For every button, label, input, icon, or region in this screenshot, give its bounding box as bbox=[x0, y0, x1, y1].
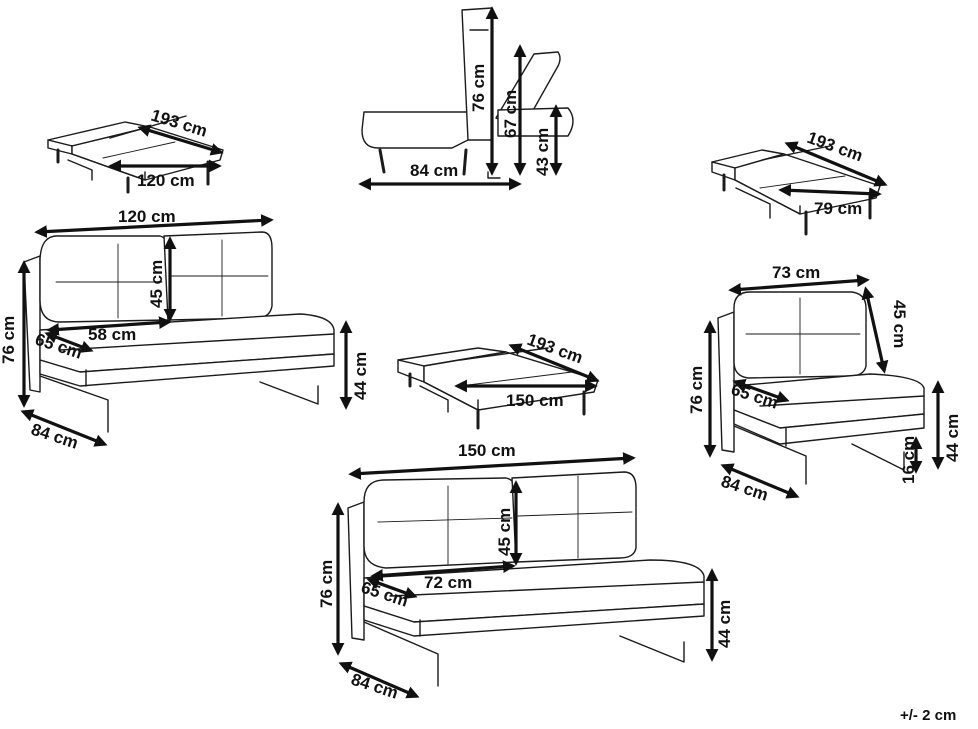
dim-label: 67 cm bbox=[501, 90, 520, 138]
dim-label: 76 cm bbox=[0, 316, 18, 364]
dim-label: 73 cm bbox=[772, 263, 820, 282]
dim-label: 150 cm bbox=[458, 441, 516, 460]
sofa-120-view bbox=[23, 231, 335, 433]
dim-seat-width bbox=[370, 560, 516, 582]
dim-bed-width bbox=[778, 183, 882, 201]
dim-label: 45 cm bbox=[890, 300, 909, 348]
dim-label: 84 cm bbox=[719, 472, 771, 505]
dim-label: 84 cm bbox=[410, 161, 458, 180]
dim-label: 58 cm bbox=[88, 325, 136, 344]
dim-label: 120 cm bbox=[137, 171, 195, 190]
dim-width bbox=[34, 214, 274, 238]
dim-bed-length bbox=[137, 124, 224, 156]
dim-label: 44 cm bbox=[715, 600, 734, 648]
dim-label: 76 cm bbox=[687, 366, 706, 414]
dim-label: 16 cm bbox=[899, 436, 918, 484]
dim-label: 120 cm bbox=[118, 207, 176, 226]
dim-width bbox=[728, 274, 870, 296]
dim-label: 76 cm bbox=[317, 560, 336, 608]
dim-label: 150 cm bbox=[506, 391, 564, 410]
dim-label: 76 cm bbox=[469, 64, 488, 112]
dim-label: 84 cm bbox=[349, 670, 401, 703]
dim-label: 193 cm bbox=[805, 128, 866, 166]
dim-depth bbox=[720, 463, 800, 499]
dim-seat-depth bbox=[44, 331, 94, 353]
dim-bed-length bbox=[784, 141, 888, 187]
dim-label: 44 cm bbox=[351, 352, 370, 400]
dim-seat-depth bbox=[732, 379, 790, 403]
dim-back-height bbox=[861, 286, 889, 374]
chair-view bbox=[717, 291, 925, 485]
dim-depth bbox=[338, 661, 420, 699]
dim-label: 45 cm bbox=[147, 260, 166, 308]
dim-label: 79 cm bbox=[814, 199, 862, 218]
dim-label: 43 cm bbox=[533, 128, 552, 176]
sofa-150-view bbox=[347, 471, 705, 687]
dim-width bbox=[348, 452, 636, 480]
dim-label: 44 cm bbox=[943, 414, 962, 462]
tolerance-note: +/- 2 cm bbox=[900, 707, 957, 724]
dim-seat-depth bbox=[366, 577, 418, 599]
dim-label: 45 cm bbox=[495, 508, 514, 556]
dim-seat-width bbox=[46, 316, 172, 336]
dim-depth bbox=[20, 409, 108, 447]
dim-label: 72 cm bbox=[424, 573, 472, 592]
dim-bed-length bbox=[508, 343, 600, 383]
